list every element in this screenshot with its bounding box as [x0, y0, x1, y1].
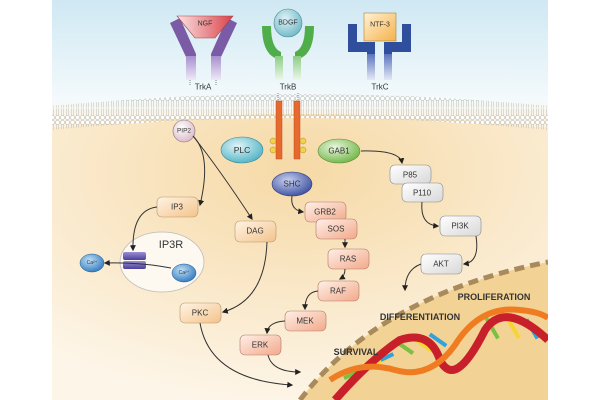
- pkc-label: PKC: [192, 309, 209, 318]
- ras-node[interactable]: [327, 248, 370, 270]
- trkb-label: TrkB: [280, 83, 297, 92]
- trka-receptor[interactable]: NGF TrkA: [170, 15, 237, 92]
- raf-label: RAF: [330, 287, 346, 296]
- arrow-erk-nucleus: [267, 354, 302, 375]
- akt-label: AKT: [433, 260, 449, 269]
- gab1-label: GAB1: [328, 147, 350, 156]
- bdgf-label: BDGF: [278, 20, 297, 27]
- phospho-groups: [269, 137, 307, 154]
- pi3k-node[interactable]: [439, 215, 482, 237]
- nuclear-envelope: [298, 259, 548, 400]
- bdgf-ligand[interactable]: [273, 8, 303, 38]
- ca-out-label: Ca²⁺: [87, 260, 98, 266]
- trkc-label: TrkC: [371, 83, 388, 92]
- trkb-intracellular-right: [293, 100, 301, 160]
- gab1-node[interactable]: [317, 138, 361, 164]
- ntf3-ligand[interactable]: [363, 12, 397, 42]
- ip3-label: IP3: [171, 203, 184, 212]
- arrow-mek-erk: [264, 320, 286, 335]
- arrow-dag-pkc: [221, 241, 268, 314]
- pi3k-label: PI3K: [451, 222, 469, 231]
- arrow-p110-pi3k: [421, 201, 440, 229]
- arrow-ca-release: [103, 259, 172, 269]
- dna-helix: [328, 306, 548, 400]
- sos-label: SOS: [328, 225, 345, 234]
- arrow-shc-grb2: [291, 195, 305, 215]
- erk-node[interactable]: [239, 334, 282, 356]
- ip3r-label: IP3R: [159, 239, 184, 251]
- trkb-receptor[interactable]: BDGF TrkB: [262, 8, 314, 160]
- pathway-arrows: [103, 135, 478, 388]
- plc-label: PLC: [234, 145, 251, 155]
- ngf-label: NGF: [198, 21, 213, 28]
- arrow-ip3-ip3r: [129, 206, 158, 252]
- dna-strand-orange: [328, 306, 548, 383]
- dag-node[interactable]: [234, 220, 277, 243]
- grb2-label: GRB2: [314, 208, 336, 217]
- phospho-icon: [299, 146, 307, 154]
- calcium-er[interactable]: [171, 263, 197, 283]
- shc-label: SHC: [284, 180, 301, 189]
- dag-label: DAG: [246, 227, 263, 236]
- arrow-ras-raf: [338, 268, 346, 280]
- p110-label: P110: [413, 189, 432, 198]
- pip2-node[interactable]: [172, 119, 196, 143]
- base-pairs: [343, 312, 540, 381]
- proliferation-label: PROLIFERATION: [458, 292, 531, 302]
- differentiation-label: DIFFERENTIATION: [380, 312, 460, 322]
- arrow-pi3k-akt: [462, 235, 478, 267]
- ngf-ligand[interactable]: [176, 15, 234, 39]
- arrow-raf-mek: [302, 290, 319, 311]
- erk-label: ERK: [252, 341, 269, 350]
- arrow-pip2-dag: [192, 135, 253, 221]
- arrow-akt-nucleus: [402, 263, 422, 292]
- sos-node[interactable]: [315, 218, 358, 240]
- plc-node[interactable]: [220, 136, 264, 164]
- ntf3-label: NTF-3: [370, 22, 390, 29]
- trkc-receptor[interactable]: NTF-3 TrkC: [348, 12, 411, 92]
- pip2-label: PIP2: [177, 128, 191, 135]
- p110-node[interactable]: [401, 182, 444, 203]
- ca-in-label: Ca²⁺: [179, 270, 190, 276]
- survival-label: SURVIVAL: [334, 347, 379, 357]
- ras-label: RAS: [340, 255, 356, 264]
- arrow-pkc-nucleus: [199, 322, 294, 388]
- trkb-intracellular-left: [275, 100, 283, 160]
- arrow-gab1-p85: [360, 150, 405, 165]
- phospho-icon: [299, 137, 307, 145]
- trka-label: TrkA: [195, 83, 212, 92]
- phospho-icon: [269, 137, 277, 145]
- phospho-icon: [269, 146, 277, 154]
- mek-label: MEK: [296, 317, 314, 326]
- ip3r-channel[interactable]: [123, 252, 146, 269]
- p85-label: P85: [403, 171, 418, 180]
